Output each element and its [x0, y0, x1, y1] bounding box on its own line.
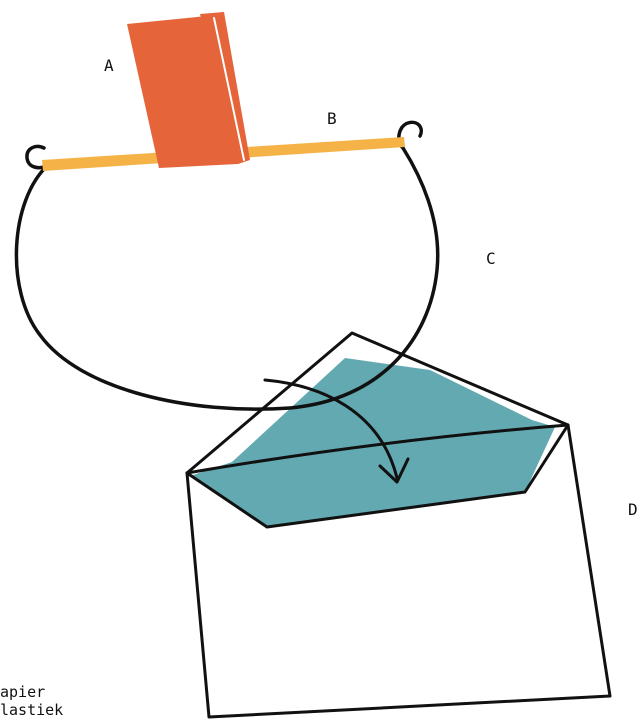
legend-item: lastiek: [0, 701, 64, 719]
legend: apier lastiek: [0, 683, 63, 719]
envelope-flap-edge: [185, 423, 570, 529]
envelope-flap-fill: [190, 358, 555, 527]
envelope-body-outline: [185, 423, 612, 719]
paper-fold-line: [213, 17, 245, 161]
legend-item: apier: [0, 683, 46, 701]
paper-card: [127, 12, 250, 168]
envelope: [185, 331, 612, 719]
elastic-loop: [14, 146, 440, 411]
arrow-head: [378, 457, 410, 484]
label-b: B: [327, 109, 337, 128]
envelope-fold-line: [185, 423, 570, 475]
label-d: D: [628, 500, 638, 519]
label-a: A: [104, 56, 114, 75]
arrow-shaft: [263, 378, 399, 480]
envelope-flap-outline: [185, 331, 570, 475]
arrow: [263, 378, 410, 484]
label-c: C: [486, 249, 496, 268]
paper-front-sheet: [127, 16, 247, 168]
left-hook: [25, 144, 50, 170]
